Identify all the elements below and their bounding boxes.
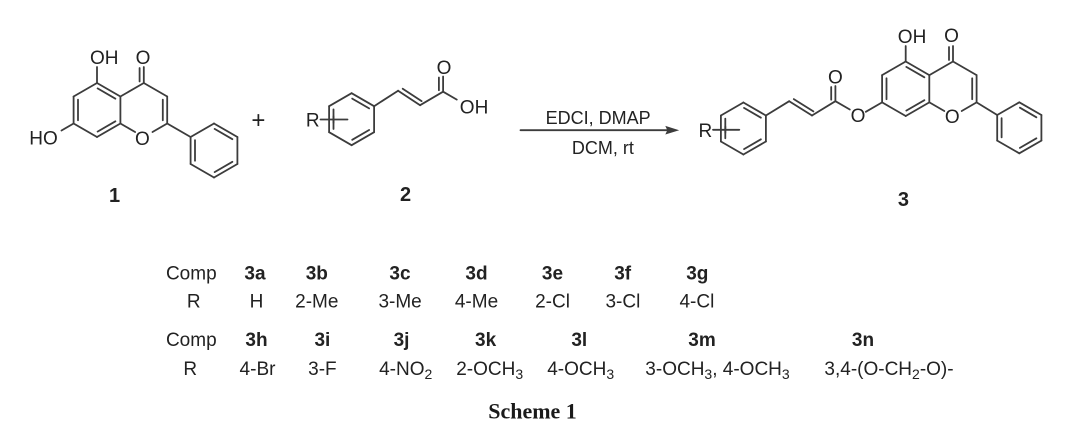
svg-text:3-OCH3​, 4-OCH3​: 3-OCH3​, 4-OCH3​	[645, 359, 790, 382]
svg-text:4-Br: 4-Br	[240, 359, 277, 380]
svg-text:3l: 3l	[571, 330, 587, 351]
svg-text:OH: OH	[460, 98, 489, 119]
svg-text:3k: 3k	[475, 330, 497, 351]
svg-text:EDCI, DMAP: EDCI, DMAP	[546, 108, 651, 128]
svg-text:4-OCH3​: 4-OCH3​	[547, 359, 614, 382]
svg-text:R: R	[183, 359, 197, 380]
svg-text:2-OCH3​: 2-OCH3​	[456, 359, 523, 382]
svg-text:O: O	[828, 67, 843, 88]
svg-text:H: H	[250, 292, 264, 313]
svg-text:O: O	[944, 26, 959, 47]
svg-text:1: 1	[109, 185, 120, 207]
svg-text:3m: 3m	[688, 330, 715, 351]
svg-text:R: R	[699, 121, 713, 142]
svg-text:3-F: 3-F	[308, 359, 337, 380]
svg-text:2-Me: 2-Me	[295, 292, 338, 313]
svg-text:+: +	[251, 107, 265, 134]
svg-text:O: O	[437, 58, 452, 79]
svg-text:3j: 3j	[394, 330, 410, 351]
svg-text:R: R	[306, 111, 320, 132]
svg-text:3d: 3d	[465, 263, 487, 284]
svg-text:2: 2	[400, 184, 411, 206]
svg-text:3h: 3h	[245, 330, 267, 351]
svg-text:2-Cl: 2-Cl	[535, 292, 570, 313]
svg-text:3-Cl: 3-Cl	[605, 292, 640, 313]
svg-text:4-Cl: 4-Cl	[679, 292, 714, 313]
svg-text:4-Me: 4-Me	[455, 292, 498, 313]
svg-text:O: O	[945, 107, 960, 128]
svg-text:3e: 3e	[542, 263, 563, 284]
svg-text:3f: 3f	[614, 263, 632, 284]
svg-text:O: O	[136, 48, 151, 69]
svg-text:3,4-(O-CH2​-O)-: 3,4-(O-CH2​-O)-	[824, 359, 953, 382]
svg-text:3i: 3i	[314, 330, 330, 351]
svg-text:O: O	[135, 129, 150, 150]
svg-text:Comp: Comp	[166, 263, 217, 284]
svg-text:3c: 3c	[389, 263, 411, 284]
svg-text:HO: HO	[29, 128, 58, 149]
svg-text:DCM, rt: DCM, rt	[572, 138, 634, 158]
svg-text:OH: OH	[898, 27, 927, 48]
svg-text:3-Me: 3-Me	[378, 292, 421, 313]
svg-text:3b: 3b	[306, 263, 328, 284]
svg-text:3: 3	[898, 189, 909, 211]
svg-text:OH: OH	[90, 48, 119, 69]
svg-text:Comp: Comp	[166, 330, 217, 351]
svg-text:3n: 3n	[852, 330, 874, 351]
svg-text:3a: 3a	[244, 263, 266, 284]
svg-text:O: O	[851, 106, 866, 127]
svg-text:Scheme 1: Scheme 1	[488, 399, 577, 424]
svg-text:4-NO2​: 4-NO2​	[379, 359, 432, 382]
svg-text:R: R	[187, 292, 201, 313]
svg-text:3g: 3g	[686, 263, 708, 284]
